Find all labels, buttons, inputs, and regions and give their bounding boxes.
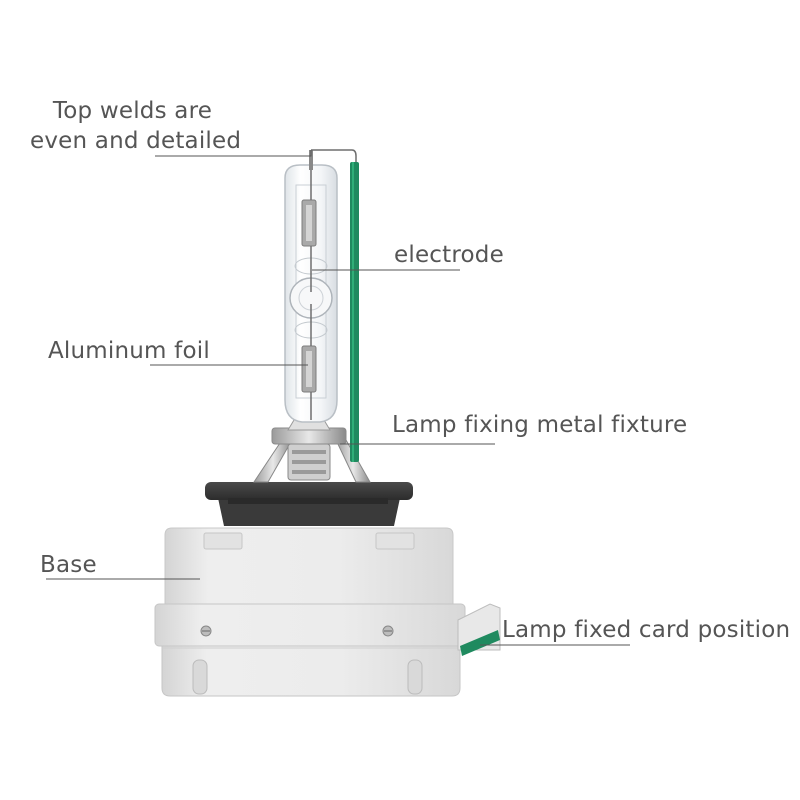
screw-left	[200, 625, 212, 637]
lamp-base	[154, 527, 466, 697]
label-base: Base	[40, 552, 97, 578]
label-top-welds-line2: even and detailed	[30, 128, 242, 154]
glass-tube	[284, 150, 338, 423]
label-electrode: electrode	[394, 242, 504, 268]
card-position-tab	[457, 603, 501, 656]
screw-right	[382, 625, 394, 637]
aluminum-foil-lower	[301, 345, 317, 393]
label-top-welds-line1: Top welds are	[52, 98, 213, 124]
label-metal-fixture: Lamp fixing metal fixture	[392, 412, 688, 438]
leader-top-welds	[155, 150, 312, 157]
aluminum-foil-upper	[301, 199, 317, 247]
label-card-position: Lamp fixed card position	[502, 617, 791, 643]
return-wire	[311, 149, 359, 462]
lamp-collar	[205, 482, 413, 526]
leader-lines	[46, 150, 630, 646]
label-top-welds: Top welds are even and detailed	[30, 96, 242, 156]
label-aluminum-foil: Aluminum foil	[48, 338, 210, 364]
